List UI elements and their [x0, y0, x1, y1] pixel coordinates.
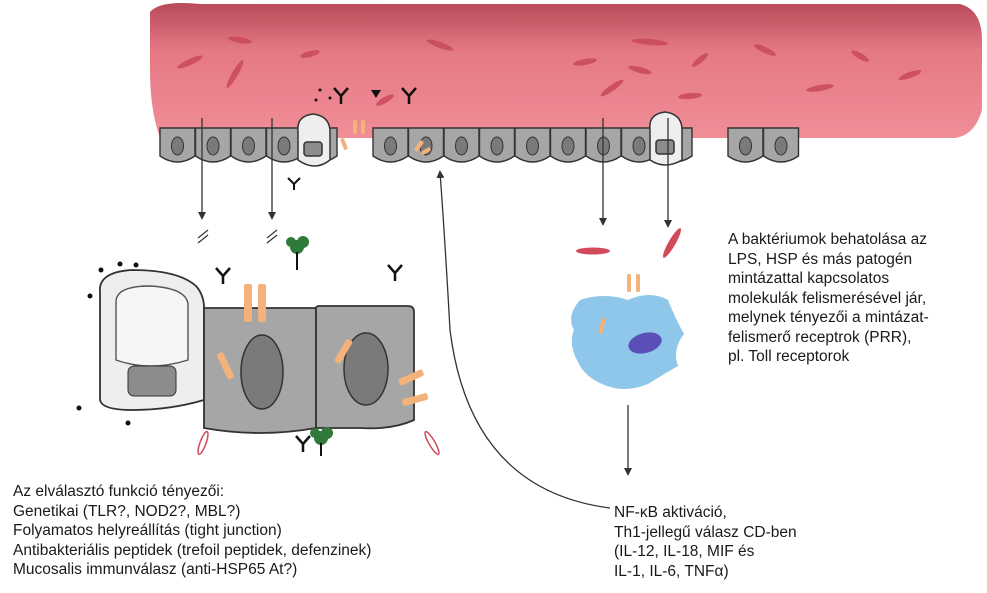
cell-nucleus [456, 137, 468, 155]
cell-nucleus [243, 137, 255, 155]
left-caption-line: Folyamatos helyreállítás (tight junction… [13, 521, 371, 541]
bottom-caption-line: Th1-jellegű válasz CD-ben [614, 523, 797, 543]
cell-nucleus [207, 137, 219, 155]
bottom-caption-line: IL-1, IL-6, TNFα) [614, 562, 797, 582]
cell-nucleus [633, 137, 645, 155]
magnified-enterocyte-2 [316, 306, 414, 428]
left-caption: Az elválasztó funkció tényezői: Genetika… [13, 482, 371, 580]
left-caption-line: Az elválasztó funkció tényezői: [13, 482, 371, 502]
bottom-caption-line: NF-κB aktiváció, [614, 503, 797, 523]
cell-nucleus [740, 137, 752, 155]
bottom-caption: NF-κB aktiváció, Th1-jellegű válasz CD-b… [614, 503, 797, 581]
macrophage [571, 274, 684, 389]
cell-nucleus [562, 137, 574, 155]
left-caption-line: Mucosalis immunválasz (anti-HSP65 At?) [13, 560, 371, 580]
left-caption-line: Genetikai (TLR?, NOD2?, MBL?) [13, 502, 371, 522]
free-bacteria [576, 227, 684, 260]
intestinal-lumen [150, 3, 982, 138]
right-caption-line: melynek tényezői a mintázat- [728, 308, 929, 328]
bottom-caption-line: (IL-12, IL-18, MIF és [614, 542, 797, 562]
cell-nucleus [385, 137, 397, 155]
magnified-goblet-cell [100, 270, 204, 410]
cell-nucleus [278, 137, 290, 155]
right-caption: A baktériumok behatolása az LPS, HSP és … [728, 230, 929, 367]
right-caption-line: felismerő receptrok (PRR), [728, 328, 929, 348]
right-caption-line: LPS, HSP és más patogén [728, 250, 929, 270]
cell-nucleus [527, 137, 539, 155]
magnified-enterocyte-1 [204, 308, 316, 433]
right-caption-line: pl. Toll receptorok [728, 347, 929, 367]
left-caption-line: Antibakteriális peptidek (trefoil peptid… [13, 541, 371, 561]
cell-nucleus [491, 137, 503, 155]
right-caption-line: molekulák felismerésével jár, [728, 289, 929, 309]
antibody-y-icon [288, 178, 300, 190]
right-caption-line: mintázattal kapcsolatos [728, 269, 929, 289]
cell-nucleus [172, 137, 184, 155]
tight-junction-break [198, 230, 277, 243]
right-caption-line: A baktériumok behatolása az [728, 230, 929, 250]
cell-nucleus [775, 137, 787, 155]
